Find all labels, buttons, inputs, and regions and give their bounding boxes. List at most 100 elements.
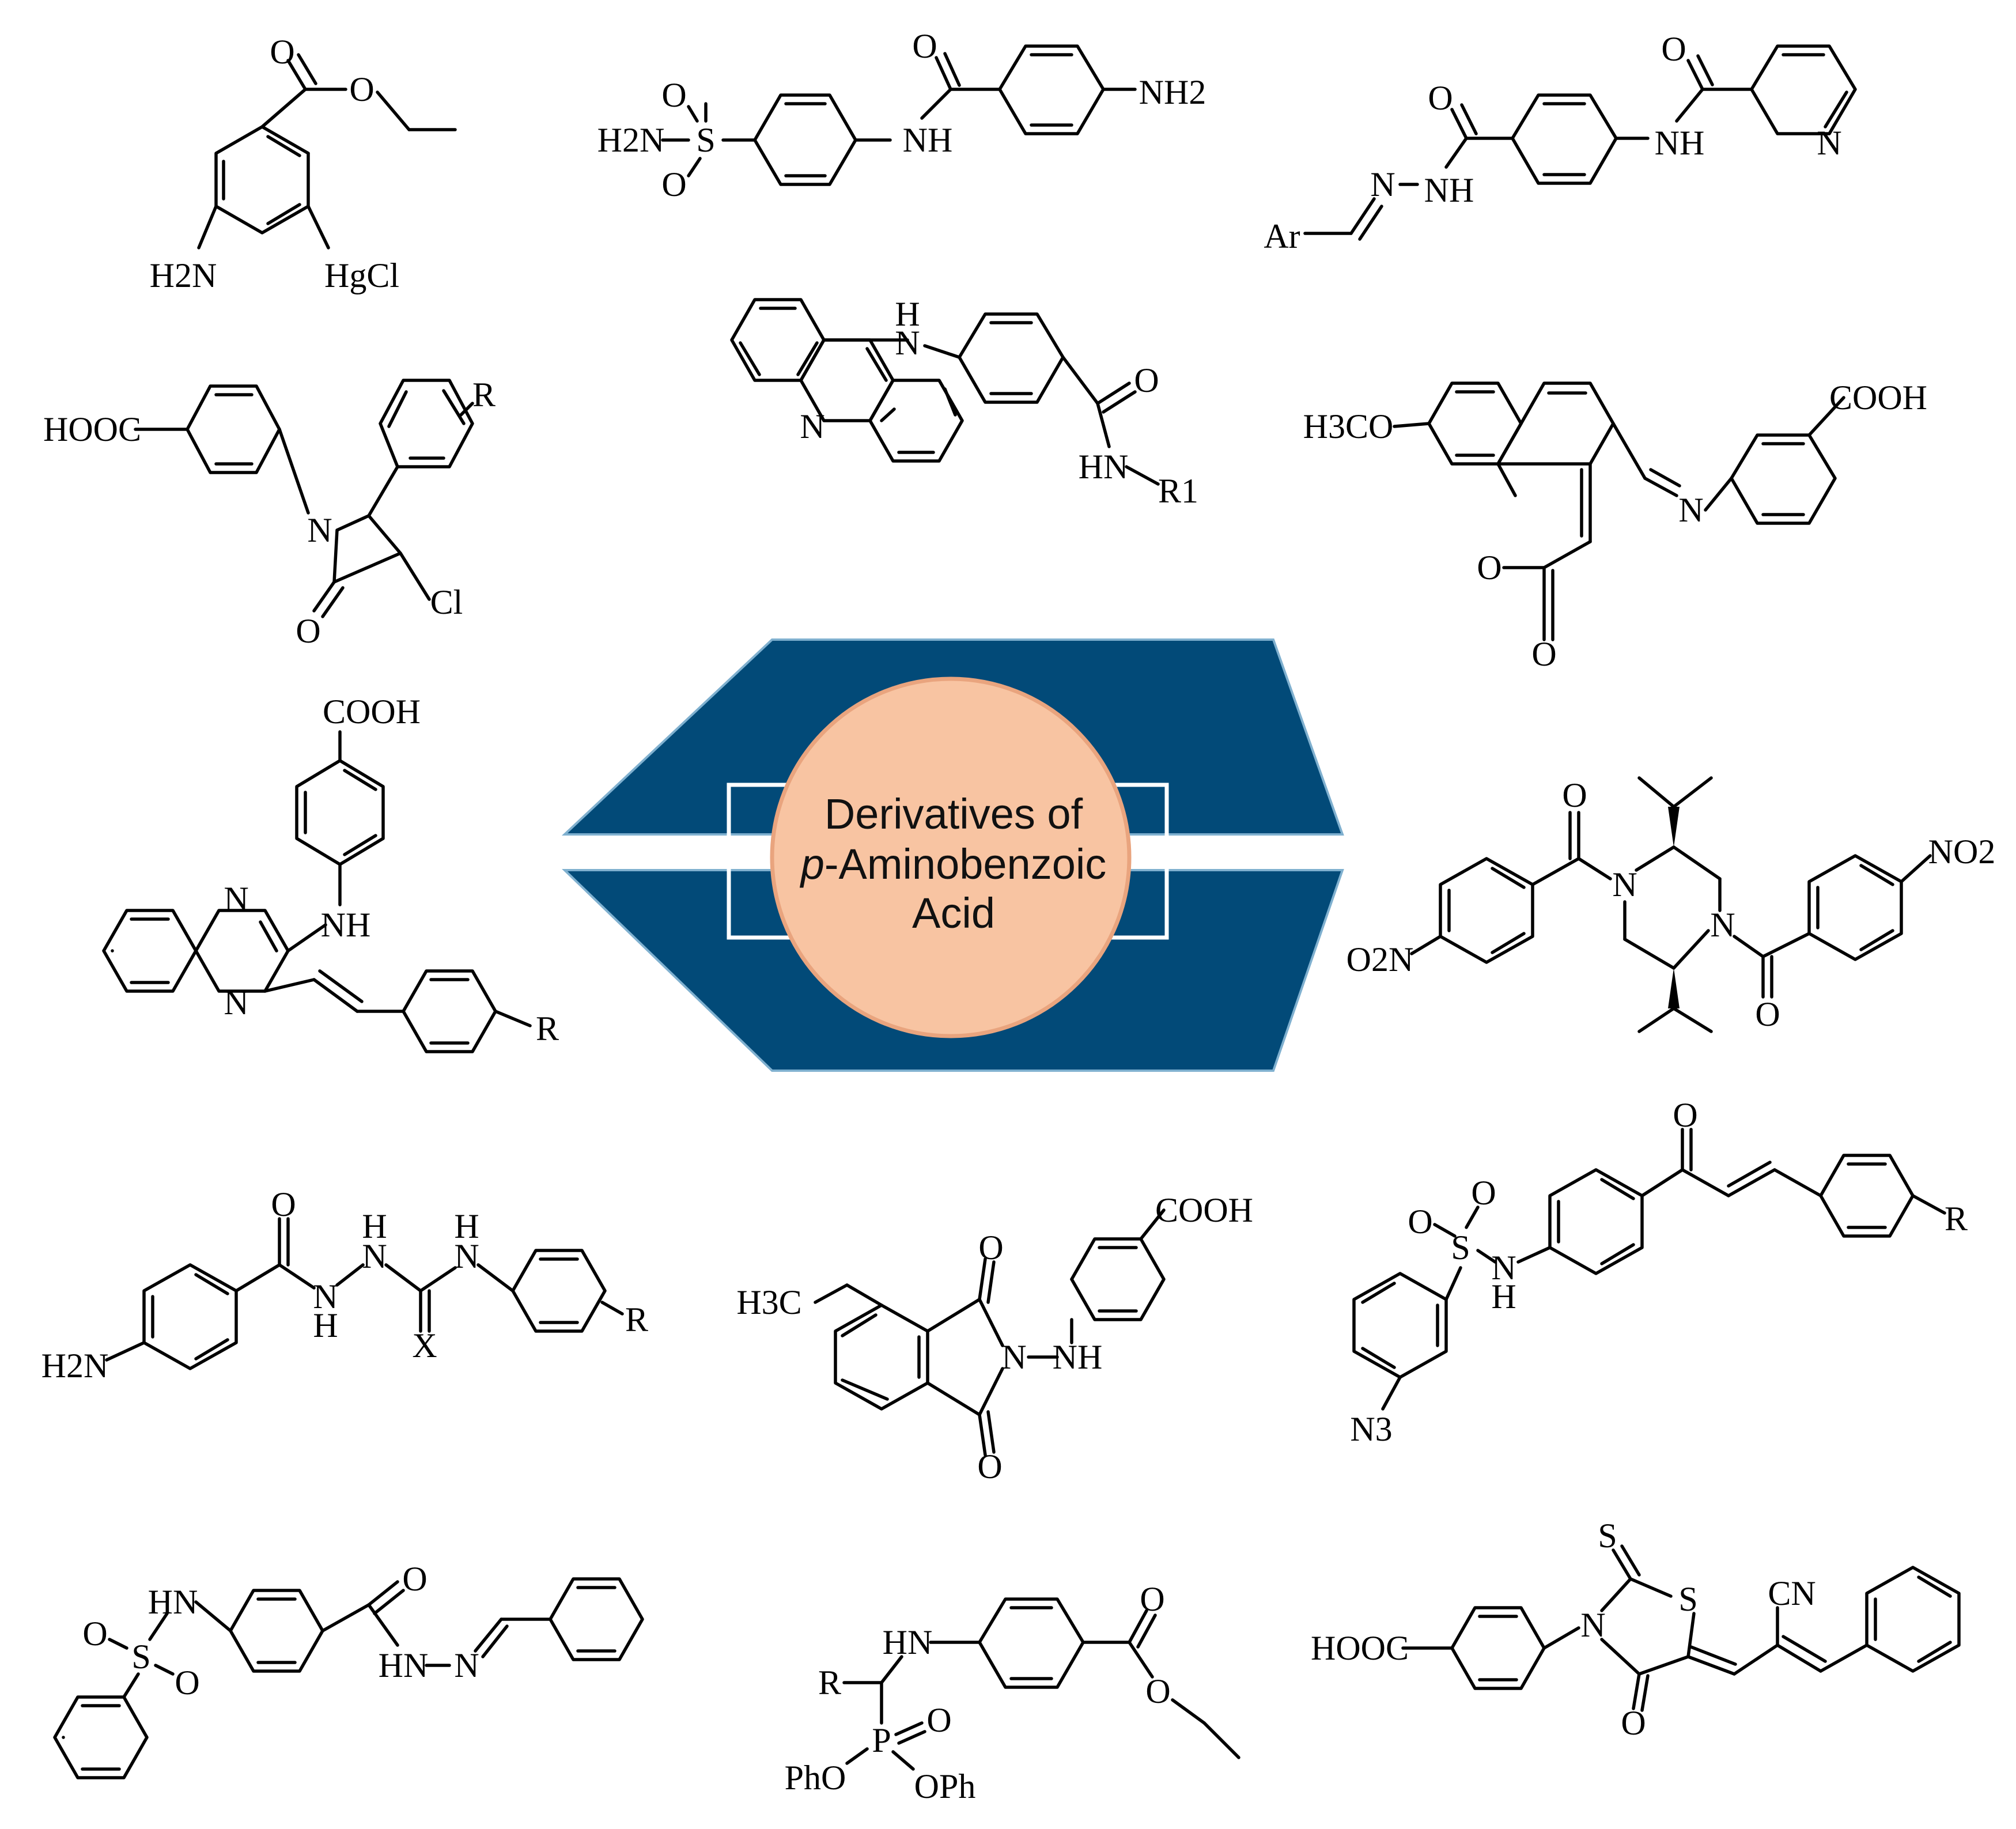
m8-o1: O bbox=[1562, 776, 1587, 814]
molecule-phosphonate: HN O O R P O PhO OPh bbox=[785, 1580, 1240, 1805]
molecule-sulfonamide-chalcone: O O S N H O R N3 bbox=[1350, 1096, 1968, 1448]
center-circle bbox=[770, 677, 1132, 1038]
m14-s-exo: S bbox=[1598, 1517, 1617, 1555]
molecule-sulfonamide-benzamide: H2N S O O NH O NH2 bbox=[597, 27, 1206, 203]
m4-o: O bbox=[296, 612, 320, 650]
m8-o2: O bbox=[1755, 995, 1780, 1033]
m2-o3: O bbox=[912, 27, 937, 65]
m9-h2: H bbox=[362, 1207, 387, 1245]
m9-n2: N bbox=[362, 1237, 387, 1275]
m9-h3: H bbox=[454, 1207, 479, 1245]
m7-r: R bbox=[536, 1010, 559, 1048]
m13-p: P bbox=[872, 1721, 891, 1759]
m13-oph: OPh bbox=[914, 1767, 976, 1805]
m8-o2n: O2N bbox=[1346, 940, 1414, 978]
m11-o3: O bbox=[1673, 1096, 1697, 1134]
molecule-azetidinone: HOOC N O Cl R bbox=[43, 376, 496, 650]
m9-o: O bbox=[271, 1185, 296, 1223]
m1-nh2: H2N bbox=[150, 256, 217, 294]
m13-o-carbonyl: O bbox=[1140, 1580, 1164, 1618]
m12-s: S bbox=[131, 1638, 150, 1676]
molecule-ethyl-aminobenzoate-hgcl: O O H2N HgCl bbox=[150, 33, 457, 294]
m11-h: H bbox=[1491, 1278, 1516, 1316]
m5-hn: HN bbox=[1079, 448, 1129, 486]
m2-s: S bbox=[696, 121, 715, 159]
m12-hn: HN bbox=[148, 1583, 198, 1621]
m8-no2: NO2 bbox=[1928, 833, 1996, 871]
molecule-acridine-amide: N H N O HN R1 bbox=[730, 295, 1198, 510]
m14-hooc: HOOC bbox=[1311, 1629, 1409, 1667]
molecule-semicarbazide: H2N O N H N H X N H R bbox=[41, 1185, 648, 1385]
center-title-line1: Derivatives of bbox=[824, 790, 1083, 838]
molecule-coumarin-imine: H3CO O O N COOH bbox=[1303, 379, 1927, 673]
m4-cl: Cl bbox=[430, 583, 463, 621]
m13-o: O bbox=[926, 1701, 951, 1739]
m5-h: H bbox=[895, 295, 920, 333]
m6-n: N bbox=[1678, 491, 1703, 529]
m4-r: R bbox=[472, 376, 496, 414]
molecule-piperazine-nitrobenzoyl: O2N O N N O NO2 bbox=[1346, 776, 1996, 1033]
molecule-sulfonyl-hydrazone: HN O HN N S O O bbox=[53, 1560, 644, 1779]
m11-o1: O bbox=[1408, 1203, 1432, 1241]
m2-o1: O bbox=[661, 76, 686, 114]
m12-o3: O bbox=[402, 1560, 427, 1598]
m2-nh2: NH2 bbox=[1139, 73, 1206, 111]
m7-n2: N bbox=[224, 984, 248, 1022]
aminobenzoic-text: -Aminobenzoic bbox=[824, 840, 1106, 888]
m4-hooc: HOOC bbox=[43, 410, 141, 448]
m12-n: N bbox=[454, 1646, 479, 1684]
m10-h3c: H3C bbox=[736, 1283, 801, 1321]
m6-o-exo: O bbox=[1531, 635, 1556, 673]
m1-o-ester: O bbox=[349, 70, 374, 108]
m5-n-acridine: N bbox=[800, 407, 824, 445]
m3-nh: NH bbox=[1424, 171, 1474, 209]
m12-hn2: HN bbox=[379, 1646, 429, 1684]
m3-ar: Ar bbox=[1264, 217, 1300, 255]
m14-o: O bbox=[1621, 1704, 1646, 1742]
m9-n1: N bbox=[313, 1278, 338, 1316]
m9-h1: H bbox=[313, 1306, 338, 1344]
m2-nh: NH bbox=[903, 121, 953, 159]
m6-h3co: H3CO bbox=[1303, 407, 1394, 445]
m6-o-ring: O bbox=[1477, 549, 1501, 587]
m7-n1: N bbox=[224, 880, 248, 918]
m5-r1: R1 bbox=[1158, 472, 1198, 510]
m3-n-pyridine: N bbox=[1817, 124, 1841, 162]
molecule-nicotinamide-hydrazone: Ar N NH O NH O N bbox=[1264, 30, 1857, 255]
m9-h2n: H2N bbox=[41, 1347, 109, 1385]
m3-o1: O bbox=[1428, 79, 1453, 117]
m11-n: N bbox=[1491, 1249, 1516, 1287]
m9-x: X bbox=[412, 1327, 437, 1365]
m8-n1: N bbox=[1612, 866, 1637, 904]
molecule-rhodanine: HOOC N S S O CN bbox=[1311, 1517, 1961, 1742]
m3-o2: O bbox=[1661, 30, 1686, 68]
m7-nh: NH bbox=[321, 906, 371, 944]
m14-s-ring: S bbox=[1678, 1580, 1697, 1618]
m11-r: R bbox=[1945, 1200, 1968, 1238]
molecule-quinoxaline: COOH NH N N R bbox=[102, 693, 559, 1053]
m5-n: N bbox=[895, 324, 920, 362]
m11-o2: O bbox=[1471, 1174, 1496, 1212]
m12-o2: O bbox=[175, 1664, 199, 1702]
m14-n: N bbox=[1580, 1606, 1605, 1644]
m8-n2: N bbox=[1710, 906, 1735, 944]
m14-cn: CN bbox=[1768, 1574, 1815, 1612]
m3-n: N bbox=[1370, 165, 1395, 203]
m1-hgcl: HgCl bbox=[324, 256, 399, 294]
molecule-phthalimide: COOH NH N O O H3C bbox=[736, 1191, 1253, 1486]
m10-nh: NH bbox=[1053, 1338, 1103, 1376]
m13-r: R bbox=[818, 1664, 841, 1702]
m13-hn: HN bbox=[883, 1623, 933, 1661]
m1-o-carbonyl: O bbox=[270, 33, 294, 71]
m4-n: N bbox=[307, 511, 332, 549]
m11-n3: N3 bbox=[1350, 1410, 1392, 1448]
italic-p: p bbox=[800, 840, 824, 888]
m10-o2: O bbox=[977, 1448, 1002, 1486]
m7-cooh: COOH bbox=[323, 693, 421, 731]
m2-h2n: H2N bbox=[597, 121, 665, 159]
m9-r: R bbox=[625, 1301, 648, 1339]
m13-o-ester: O bbox=[1145, 1672, 1170, 1710]
m9-n3: N bbox=[454, 1237, 479, 1275]
center-title-line2: p-Aminobenzoic bbox=[800, 840, 1107, 888]
